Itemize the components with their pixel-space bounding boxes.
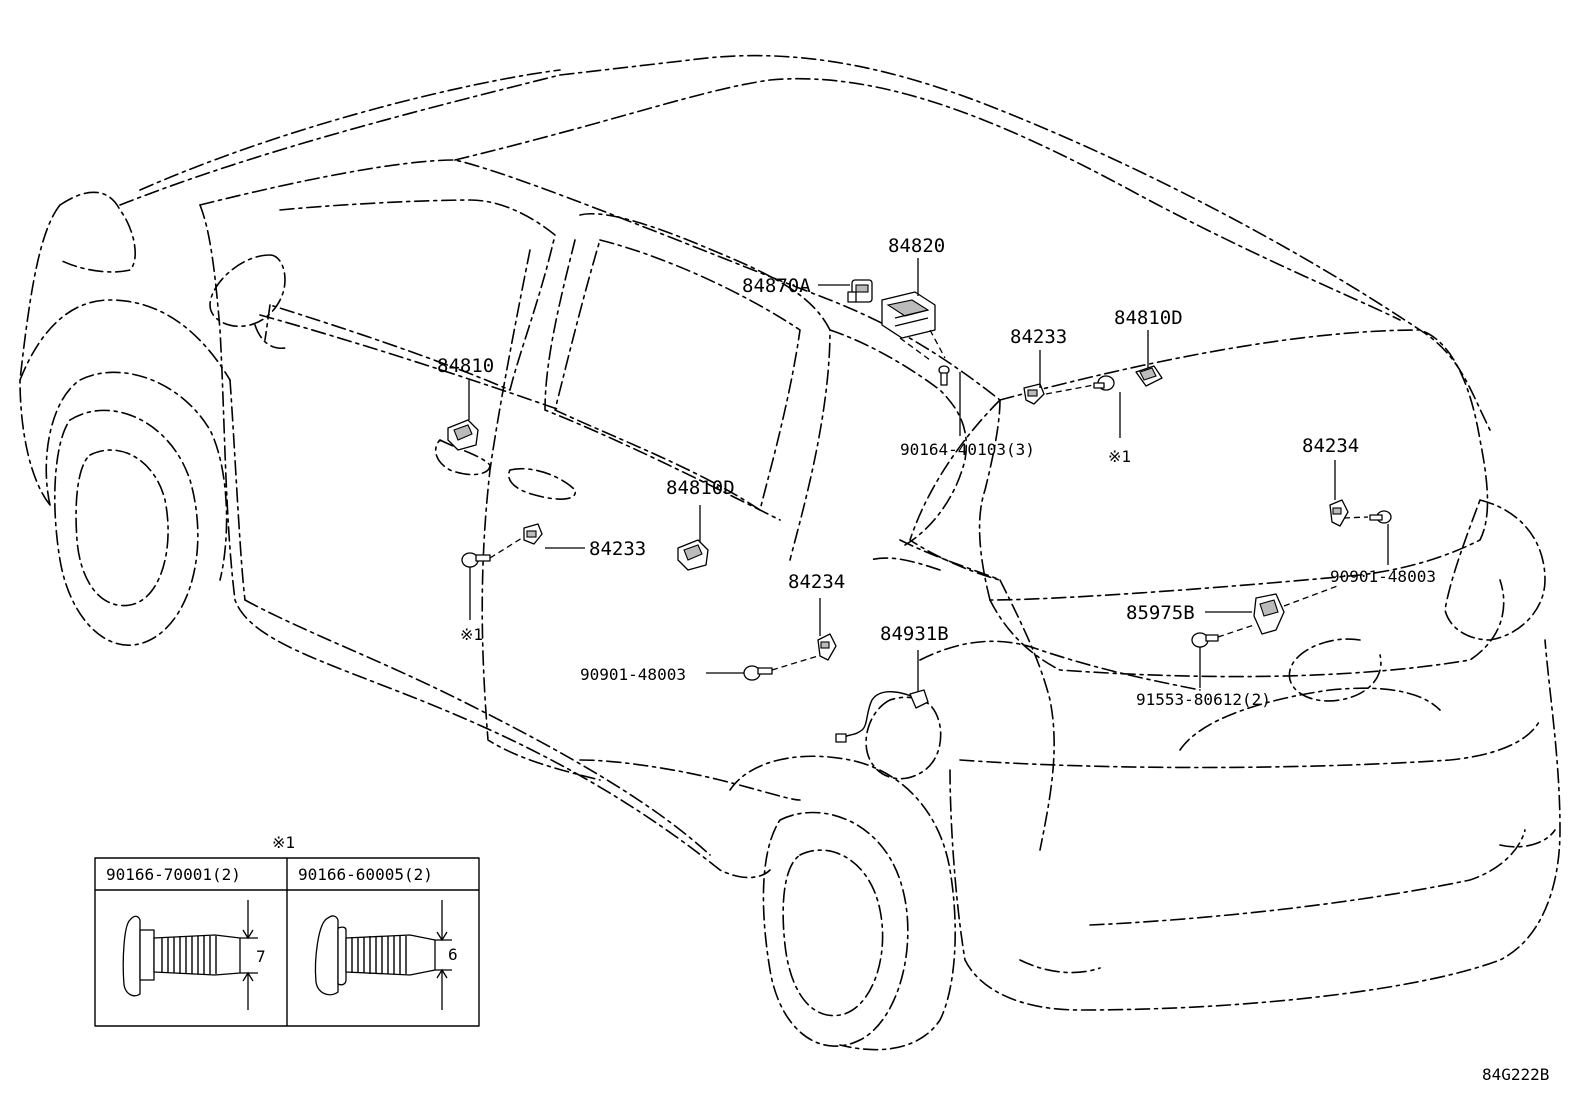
label-84233-left: 84233 [589, 538, 646, 560]
figure-code: 84G222B [1482, 1065, 1549, 1084]
label-90164-40103: 90164-40103(3) [900, 440, 1035, 459]
part-84233-top-icon [1023, 383, 1045, 405]
detail-col2-header: 90166-60005(2) [298, 865, 433, 884]
detail-col2-dimension: 6 [448, 945, 458, 964]
part-90901-right-clip-icon [1369, 510, 1392, 524]
part-84234-mid-icon [817, 633, 837, 661]
label-note1-left: ※1 [460, 625, 483, 644]
clip-90166-70001-icon: 7 [122, 900, 266, 1010]
label-84233-top: 84233 [1010, 326, 1067, 348]
detail-col1-header: 90166-70001(2) [106, 865, 241, 884]
part-84870A-icon [847, 279, 873, 303]
part-84810D-mid-icon [677, 539, 709, 571]
label-90901-left: 90901-48003 [580, 665, 686, 684]
part-90901-left-clip-icon [743, 665, 773, 681]
detail-table-note: ※1 [272, 833, 295, 852]
label-90901-right: 90901-48003 [1330, 567, 1436, 586]
label-84234-mid: 84234 [788, 571, 845, 593]
label-84234-right: 84234 [1302, 435, 1359, 457]
detail-col1-dimension: 7 [256, 947, 266, 966]
part-90164-screw-icon [938, 365, 950, 386]
part-84810D-top-icon [1135, 365, 1163, 387]
part-84233-left-icon [523, 523, 543, 545]
part-84931B-sensor-icon [835, 689, 929, 743]
label-85975B: 85975B [1126, 602, 1195, 624]
label-84810D-top: 84810D [1114, 307, 1183, 329]
clip-90166-60005-icon: 6 [314, 900, 458, 1010]
part-84820-switch-icon [881, 291, 946, 361]
label-84810D-mid: 84810D [666, 477, 735, 499]
vehicle-outline [19, 54, 1561, 1051]
part-clip-top-icon [1093, 375, 1115, 391]
callout-labels: 84870A 84820 84233 84810D 84810 90164-40… [437, 235, 1436, 709]
label-84820: 84820 [888, 235, 945, 257]
fastener-detail-table: ※1 90166-70001(2) 90166-60005(2) 7 [94, 833, 480, 1027]
label-84931B: 84931B [880, 623, 949, 645]
label-note1-top: ※1 [1108, 447, 1131, 466]
part-84234-right-icon [1329, 499, 1349, 527]
part-91553-screw-icon [1191, 632, 1219, 648]
part-85975B-icon [1253, 593, 1285, 635]
label-84810: 84810 [437, 355, 494, 377]
label-84870A: 84870A [742, 275, 811, 297]
label-91553-80612: 91553-80612(2) [1136, 690, 1271, 709]
part-clip-left-icon [461, 552, 491, 568]
part-84810-icon [447, 419, 479, 451]
leader-lines [468, 258, 1389, 692]
